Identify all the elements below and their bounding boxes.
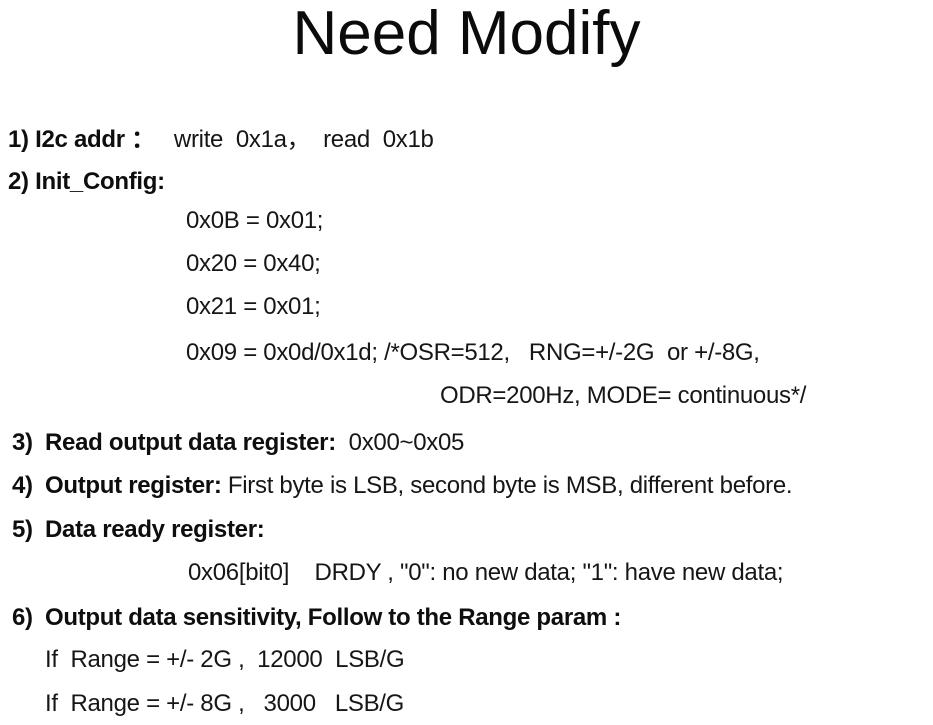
i2c-addr-value: write 0x1a， read 0x1b (154, 126, 434, 153)
item-4-number: 4) (12, 472, 33, 499)
line-drdy-detail: 0x06[bit0] DRDY , "0": no new data; "1":… (188, 559, 784, 586)
item-6-number: 6) (12, 604, 33, 631)
read-output-label: Read output data register: (45, 429, 336, 456)
line-reg-0x09-continued: ODR=200Hz, MODE= continuous*/ (440, 382, 807, 409)
line-read-output-register: 3) Read output data register: 0x00~0x05 (12, 428, 464, 458)
line-data-ready-register: 5) Data ready register: (12, 515, 265, 545)
line-i2c-addr: 1) I2c addr ： write 0x1a， read 0x1b (8, 125, 434, 155)
line-init-config: 2) Init_Config: (8, 167, 165, 197)
output-register-label: Output register: (45, 472, 222, 499)
line-range-8g: If Range = +/- 8G , 3000 LSB/G (45, 690, 405, 717)
line-reg-0x09: 0x09 = 0x0d/0x1d; /*OSR=512, RNG=+/-2G o… (186, 339, 760, 366)
init-config-label: 2) Init_Config: (8, 168, 165, 195)
line-reg-0x0b: 0x0B = 0x01; (186, 207, 324, 234)
line-reg-0x21: 0x21 = 0x01; (186, 293, 321, 320)
slide-title: Need Modify (292, 0, 641, 68)
item-5-number: 5) (12, 516, 33, 543)
output-register-desc: First byte is LSB, second byte is MSB, d… (221, 472, 793, 499)
line-output-sensitivity: 6) Output data sensitivity, Follow to the… (12, 603, 621, 633)
item-3-number: 3) (12, 429, 33, 456)
i2c-addr-label: 1) I2c addr ： (8, 126, 155, 153)
data-ready-label: Data ready register: (45, 516, 265, 543)
sensitivity-label: Output data sensitivity, Follow to the R… (45, 604, 622, 631)
read-output-value: 0x00~0x05 (335, 429, 465, 456)
line-reg-0x20: 0x20 = 0x40; (186, 250, 321, 277)
line-range-2g: If Range = +/- 2G , 12000 LSB/G (45, 646, 405, 673)
line-output-register: 4) Output register: First byte is LSB, se… (12, 471, 793, 501)
